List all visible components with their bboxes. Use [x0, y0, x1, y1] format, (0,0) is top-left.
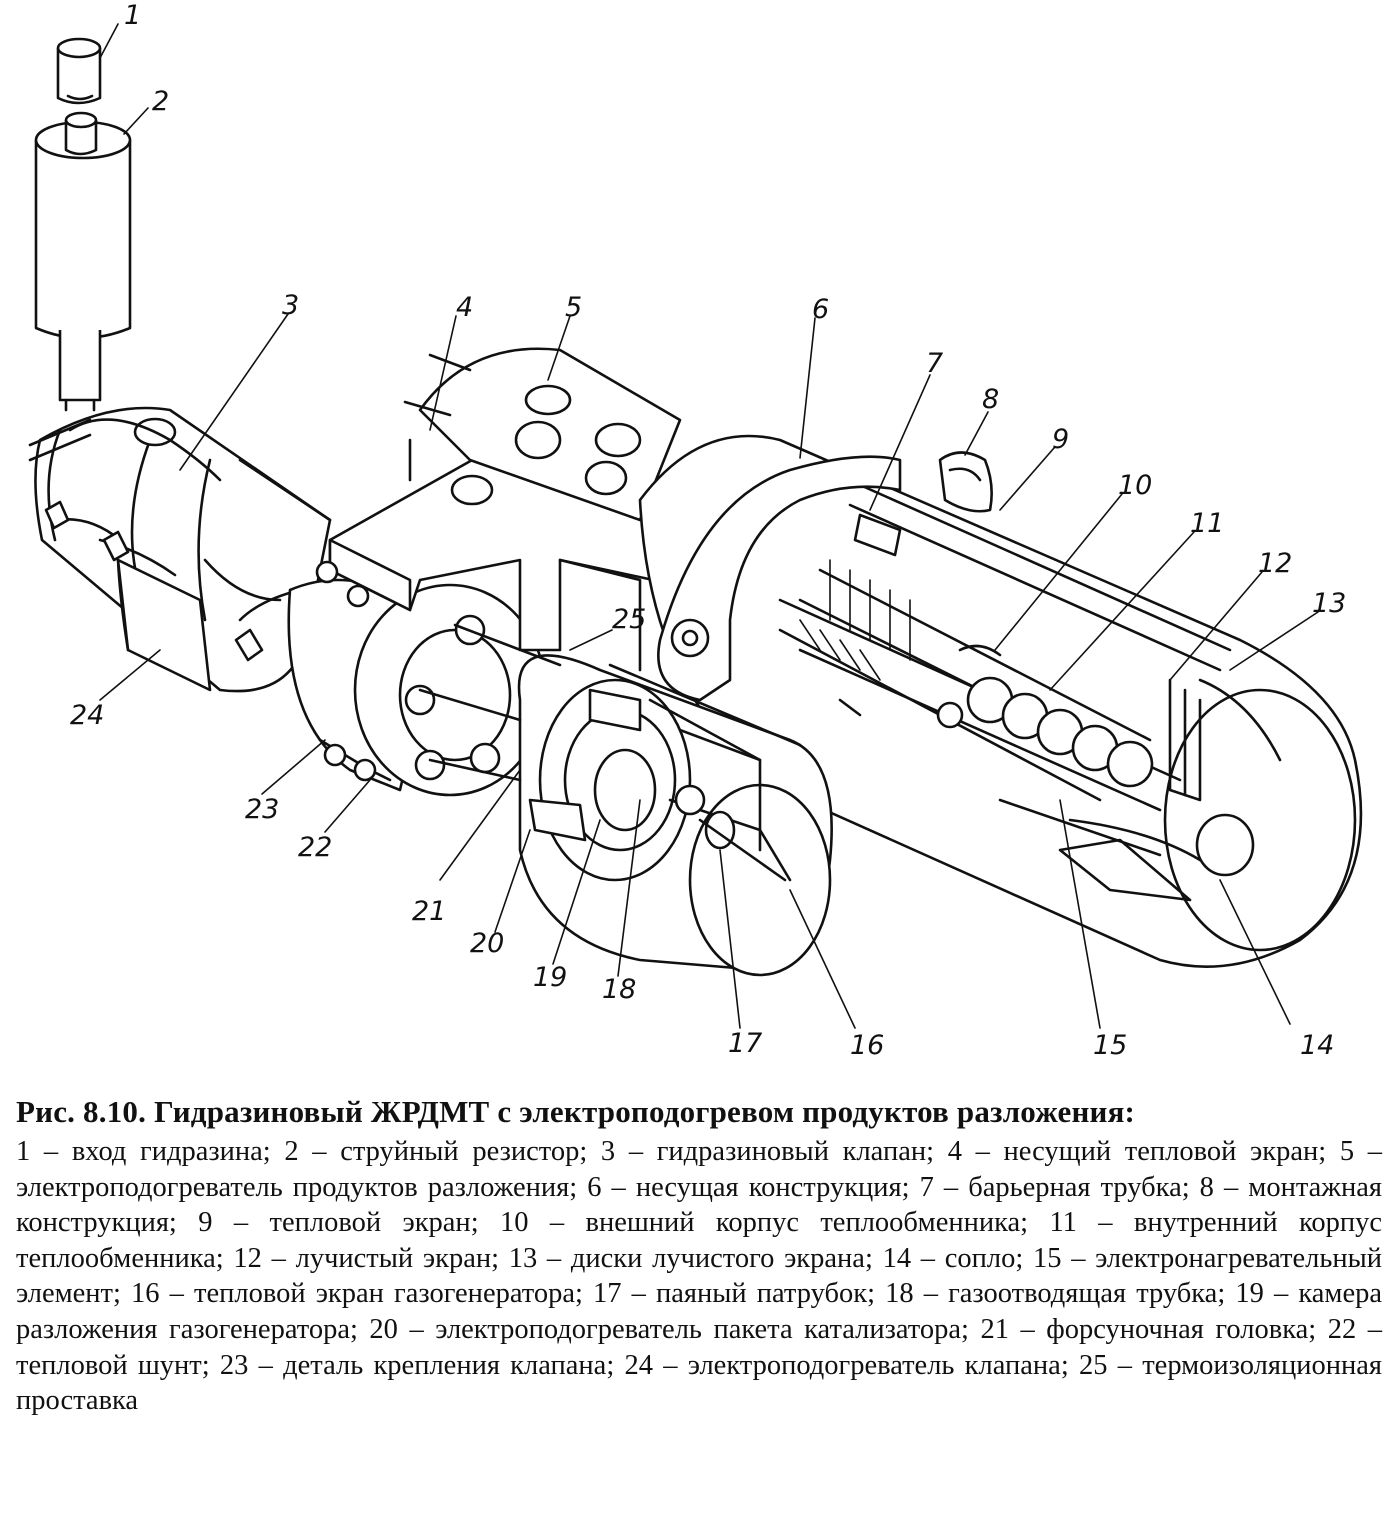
- label-9: 9: [1052, 424, 1069, 455]
- jet-resistor: [34, 111, 132, 412]
- label-3: 3: [282, 290, 299, 321]
- load-bearing-ring: [657, 455, 902, 702]
- label-20: 20: [470, 928, 504, 959]
- label-10: 10: [1118, 470, 1152, 501]
- label-14: 14: [1300, 1030, 1334, 1061]
- label-6: 6: [812, 294, 829, 325]
- label-8: 8: [982, 384, 999, 415]
- gas-generator: [517, 654, 833, 977]
- caption-title: Рис. 8.10. Гидразиновый ЖРДМТ с электроп…: [16, 1094, 1136, 1129]
- valve-mount-disk: [287, 578, 547, 797]
- label-2: 2: [152, 86, 169, 117]
- label-1: 1: [124, 0, 141, 31]
- caption-legend: 1 – вход гидразина; 2 – струйный резисто…: [16, 1136, 1382, 1417]
- decomposition-product-heater: [403, 347, 682, 522]
- heat-exchanger-internals: [778, 513, 1154, 802]
- mounting-structure: [938, 451, 993, 513]
- figure-caption: Рис. 8.10. Гидразиновый ЖРДМТ с электроп…: [16, 1092, 1382, 1419]
- label-13: 13: [1312, 588, 1346, 619]
- part-number-labels: 1 2 3 4 5 6 7 8 9 10 11 12 13 14 15 16 1…: [70, 0, 1346, 1061]
- label-5: 5: [565, 292, 582, 323]
- label-25: 25: [612, 604, 646, 635]
- thermal-insulating-spacer: [418, 623, 562, 782]
- label-21: 21: [412, 896, 446, 927]
- label-7: 7: [926, 348, 943, 379]
- label-22: 22: [298, 832, 332, 863]
- thruster-cutaway-diagram: 1 2 3 4 5 6 7 8 9 10 11 12 13 14 15 16 1…: [28, 0, 1363, 1061]
- label-23: 23: [245, 794, 279, 825]
- support-bracket: [315, 448, 702, 672]
- label-24: 24: [70, 700, 104, 731]
- label-11: 11: [1190, 508, 1224, 539]
- label-16: 16: [850, 1030, 884, 1061]
- label-19: 19: [533, 962, 567, 993]
- label-12: 12: [1258, 548, 1292, 579]
- leader-lines: [99, 23, 1319, 1029]
- hydrazine-inlet-pipe: [56, 37, 102, 105]
- label-15: 15: [1093, 1030, 1127, 1061]
- label-17: 17: [728, 1028, 762, 1059]
- label-18: 18: [602, 974, 636, 1005]
- hydrazine-valve: [28, 406, 332, 693]
- label-4: 4: [456, 292, 473, 323]
